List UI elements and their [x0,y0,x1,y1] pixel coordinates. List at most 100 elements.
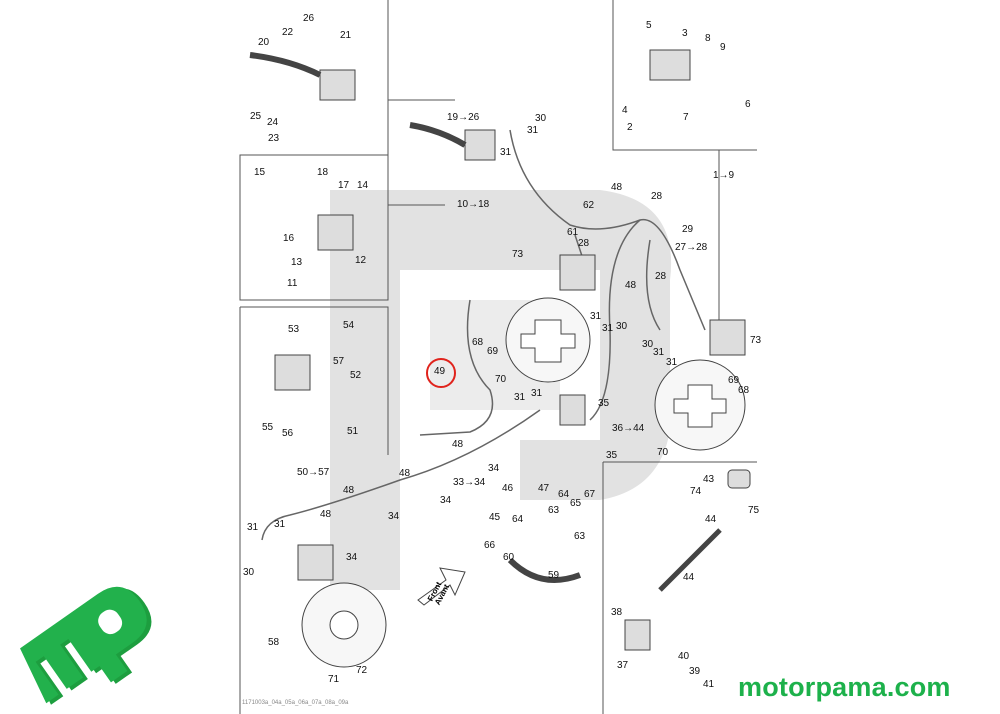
part-label[interactable]: 63 [574,531,586,542]
part-label[interactable]: 66 [484,540,496,551]
part-label[interactable]: 58 [268,637,280,648]
part-label[interactable]: 22 [282,27,294,38]
part-label[interactable]: 68 [472,337,484,348]
part-label[interactable]: 33→34 [453,477,486,488]
part-label[interactable]: 64 [512,514,524,525]
part-label[interactable]: 31 [653,347,665,358]
part-label[interactable]: 35 [606,450,618,461]
part-label[interactable]: 31 [247,522,259,533]
part-label[interactable]: 34 [488,463,500,474]
part-label[interactable]: 2 [627,122,633,133]
part-label[interactable]: 36→44 [612,423,645,434]
part-label[interactable]: 34 [440,495,452,506]
part-label[interactable]: 18 [317,167,329,178]
part-label[interactable]: 57 [333,356,345,367]
part-label[interactable]: 44 [683,572,695,583]
part-label[interactable]: 37 [617,660,629,671]
part-label[interactable]: 34 [346,552,358,563]
part-label[interactable]: 43 [703,474,715,485]
part-label[interactable]: 72 [356,665,368,676]
part-label[interactable]: 74 [690,486,702,497]
part-label[interactable]: 13 [291,257,303,268]
part-label[interactable]: 6 [745,99,751,110]
part-label[interactable]: 52 [350,370,362,381]
part-label[interactable]: 30 [642,339,654,350]
part-label[interactable]: 70 [657,447,669,458]
part-label[interactable]: 44 [705,514,717,525]
part-label[interactable]: 54 [343,320,355,331]
part-label[interactable]: 50→57 [297,467,330,478]
part-label[interactable]: 26 [303,13,315,24]
part-label[interactable]: 48 [625,280,637,291]
part-label[interactable]: 75 [748,505,760,516]
part-label[interactable]: 48 [320,509,332,520]
part-label[interactable]: 47 [538,483,550,494]
part-label[interactable]: 30 [243,567,255,578]
part-label[interactable]: 28 [578,238,590,249]
part-label[interactable]: 11 [287,278,298,289]
part-label[interactable]: 19→26 [447,112,480,123]
part-label[interactable]: 29 [682,224,694,235]
part-label[interactable]: 24 [267,117,279,128]
part-label[interactable]: 51 [347,426,359,437]
part-label[interactable]: 39 [689,666,701,677]
part-label[interactable]: 31 [500,147,512,158]
part-label[interactable]: 40 [678,651,690,662]
part-label[interactable]: 16 [283,233,295,244]
part-label[interactable]: 69 [728,375,740,386]
part-label[interactable]: 73 [512,249,524,260]
part-label[interactable]: 15 [254,167,266,178]
part-label[interactable]: 41 [703,679,715,690]
part-label[interactable]: 31 [527,125,539,136]
part-label[interactable]: 48 [343,485,355,496]
part-label[interactable]: 34 [388,511,400,522]
part-label[interactable]: 59 [548,570,560,581]
part-label[interactable]: 31 [514,392,526,403]
part-label[interactable]: 7 [683,112,689,123]
part-label[interactable]: 55 [262,422,274,433]
part-label[interactable]: 65 [570,498,582,509]
part-label[interactable]: 4 [622,105,628,116]
part-label[interactable]: 60 [503,552,515,563]
part-label[interactable]: 48 [452,439,464,450]
part-label[interactable]: 35 [598,398,610,409]
part-label[interactable]: 30 [535,113,547,124]
part-label[interactable]: 12 [355,255,367,266]
part-label[interactable]: 23 [268,133,280,144]
part-label[interactable]: 48 [399,468,411,479]
part-label[interactable]: 3 [682,28,688,39]
part-label[interactable]: 38 [611,607,623,618]
part-label[interactable]: 10→18 [457,199,490,210]
part-label[interactable]: 63 [548,505,560,516]
part-label[interactable]: 17 [338,180,350,191]
part-label[interactable]: 30 [616,321,628,332]
part-label[interactable]: 64 [558,489,570,500]
part-label[interactable]: 14 [357,180,369,191]
part-label[interactable]: 73 [750,335,762,346]
part-label[interactable]: 31 [590,311,602,322]
part-label[interactable]: 68 [738,385,750,396]
part-label[interactable]: 69 [487,346,499,357]
part-label[interactable]: 61 [567,227,579,238]
part-label[interactable]: 25 [250,111,262,122]
part-label[interactable]: 27→28 [675,242,708,253]
part-label[interactable]: 70 [495,374,507,385]
part-label[interactable]: 31 [602,323,614,334]
part-label[interactable]: 71 [328,674,340,685]
part-label[interactable]: 20 [258,37,270,48]
part-label[interactable]: 45 [489,512,501,523]
part-label[interactable]: 5 [646,20,652,31]
part-label[interactable]: 28 [651,191,663,202]
part-label[interactable]: 28 [655,271,667,282]
part-label[interactable]: 62 [583,200,595,211]
part-label[interactable]: 48 [611,182,623,193]
part-label[interactable]: 31 [666,357,678,368]
part-label[interactable]: 21 [340,30,352,41]
part-label[interactable]: 9 [720,42,726,53]
part-label[interactable]: 56 [282,428,294,439]
part-label[interactable]: 31 [531,388,543,399]
part-label[interactable]: 46 [502,483,514,494]
part-label[interactable]: 1→9 [713,170,735,181]
part-label[interactable]: 53 [288,324,300,335]
part-label[interactable]: 67 [584,489,596,500]
